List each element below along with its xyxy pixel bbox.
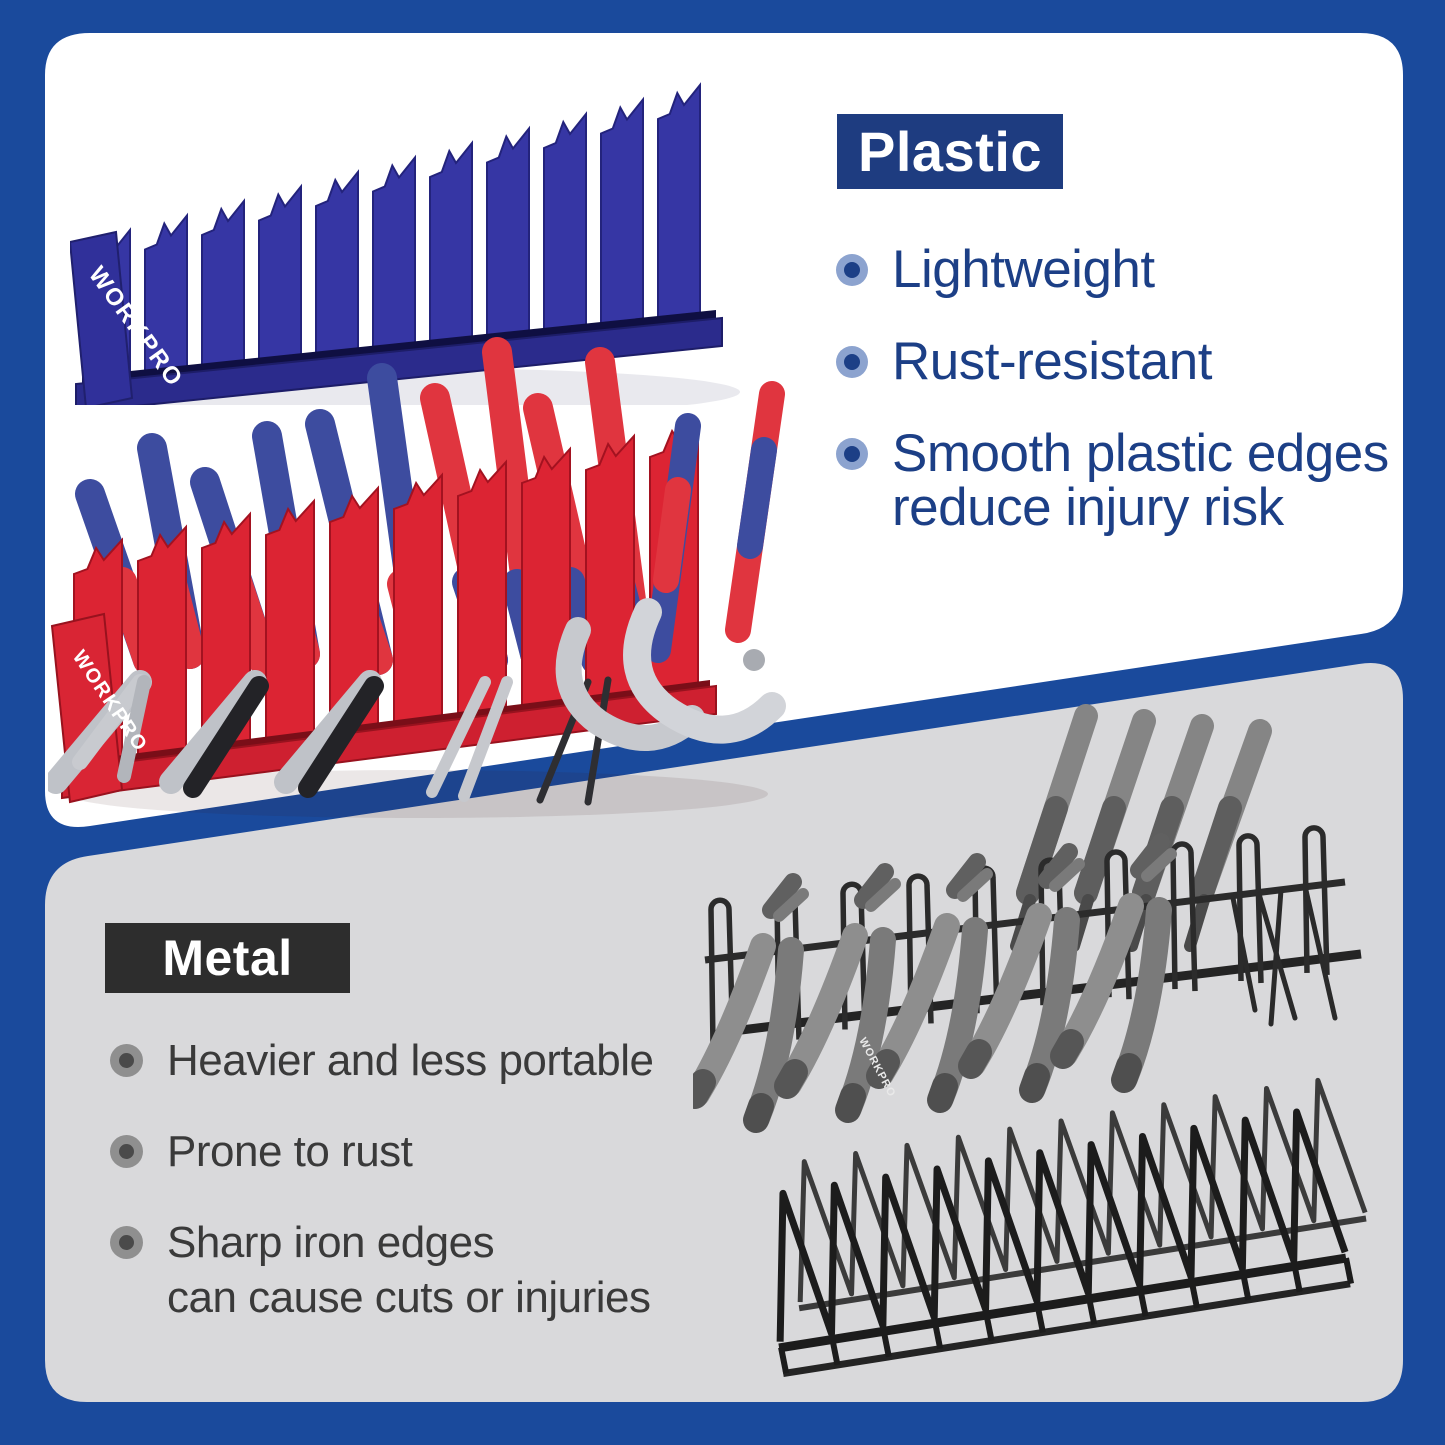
bullet-text-line: Prone to rust (167, 1127, 413, 1176)
bullet-text-line: can cause cuts or injuries (167, 1273, 651, 1322)
metal-bullet-list: Heavier and less portable Prone to rust … (110, 1033, 654, 1325)
bullet-dot-icon (110, 1226, 143, 1259)
bullet-text-line: Sharp iron edges (167, 1218, 495, 1267)
bullet-text-line: Smooth plastic edges (892, 424, 1389, 483)
bullet-text-line: Lightweight (892, 240, 1155, 299)
bullet-text-line: Rust-resistant (892, 332, 1212, 391)
bullet-dot-icon (110, 1044, 143, 1077)
plastic-bullet-list: Lightweight Rust-resistant Smooth plasti… (836, 243, 1389, 535)
bullet-dot-icon (110, 1135, 143, 1168)
metal-bullet-sharp-edges: Sharp iron edges can cause cuts or injur… (110, 1215, 653, 1325)
bullet-text-line: reduce injury risk (892, 478, 1284, 537)
bullet-dot-icon (836, 254, 868, 286)
metal-bullet-heavier: Heavier and less portable (110, 1033, 654, 1088)
bullet-dot-icon (836, 346, 868, 378)
metal-heading: Metal (105, 923, 350, 993)
plastic-bullet-smooth-edges: Smooth plastic edges reduce injury risk (836, 427, 1389, 535)
plastic-bullet-rust-resistant: Rust-resistant (836, 335, 1389, 389)
metal-bullet-rust: Prone to rust (110, 1124, 653, 1179)
plastic-heading: Plastic (837, 114, 1063, 189)
bullet-dot-icon (836, 438, 868, 470)
bullet-text-line: Heavier and less portable (167, 1036, 654, 1085)
plastic-bullet-lightweight: Lightweight (836, 243, 1389, 297)
